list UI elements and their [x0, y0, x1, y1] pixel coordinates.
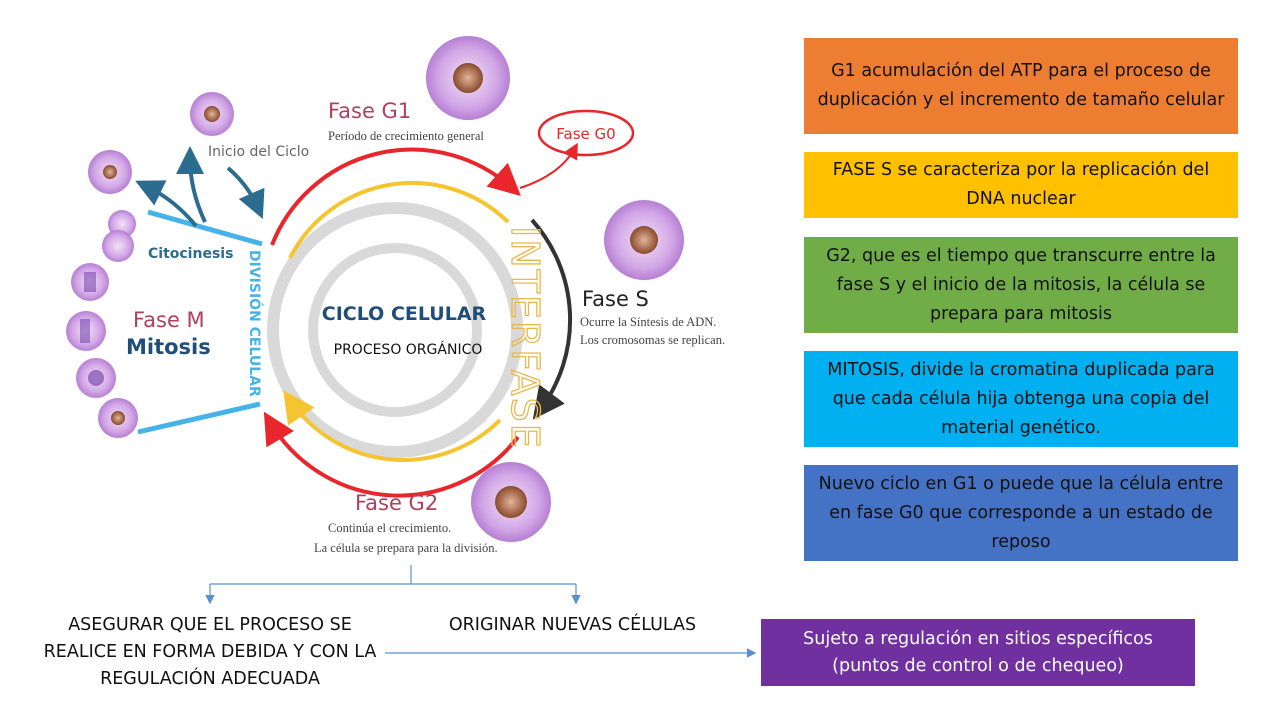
interfase-label: INTERFASE	[503, 226, 547, 450]
g2-desc1: Continúa el crecimiento.	[328, 521, 451, 535]
cell-m2	[102, 210, 136, 262]
arrow-up-2	[135, 180, 198, 228]
s-desc2: Los cromosomas se replican.	[580, 333, 725, 347]
goal-new-cells: ORIGINAR NUEVAS CÉLULAS	[448, 615, 697, 635]
g1-red-arc	[270, 147, 521, 246]
inicio-label: Inicio del Ciclo	[208, 144, 309, 160]
m-title: Fase M	[133, 308, 205, 332]
cell-cycle-diagram: CICLO CELULAR PROCESO ORGÁNICO INTERFASE…	[66, 36, 725, 555]
division-line-top	[147, 209, 263, 247]
center-title: CICLO CELULAR	[322, 303, 487, 325]
s-dark-arc	[530, 218, 573, 420]
box-nuevo: Nuevo ciclo en G1 o puede que la célula …	[804, 465, 1238, 561]
g2-desc2: La célula se prepara para la división.	[314, 541, 498, 555]
g1-desc: Período de crecimiento general	[328, 129, 484, 143]
box-s-text: FASE S se caracteriza por la replicación…	[832, 160, 1210, 209]
m-subtitle: Mitosis	[126, 335, 211, 359]
division-label: DIVISIÓN CELULAR	[246, 250, 264, 397]
g0-label: Fase G0	[556, 125, 615, 143]
g2-title: Fase G2	[355, 491, 438, 515]
citocinesis-label: Citocinesis	[148, 246, 233, 262]
outer-gray-ring	[267, 202, 523, 458]
g2-red-arc	[263, 411, 520, 498]
box-g2-text: G2, que es el tiempo que transcurre entr…	[826, 245, 1216, 324]
goal-regulation: ASEGURAR QUE EL PROCESO SE REALICE EN FO…	[43, 615, 377, 689]
g1-yellow-arc	[288, 180, 510, 259]
cell-inicio	[190, 92, 234, 136]
cell-g1	[426, 36, 510, 120]
box-mitosis-text: MITOSIS, divide la cromatina duplicada p…	[827, 359, 1215, 438]
s-title: Fase S	[582, 287, 649, 311]
cell-m5	[76, 358, 116, 398]
box-g1: G1 acumulación del ATP para el proceso d…	[804, 38, 1238, 134]
cell-m6	[98, 398, 138, 438]
box-s: FASE S se caracteriza por la replicación…	[804, 152, 1238, 218]
inner-gray-ring	[308, 243, 482, 417]
box-nuevo-text: Nuevo ciclo en G1 o puede que la célula …	[818, 473, 1224, 552]
box-regulacion: Sujeto a regulación en sitios específico…	[761, 619, 1195, 686]
cell-m1	[88, 150, 132, 194]
box-regulacion-text: Sujeto a regulación en sitios específico…	[803, 628, 1153, 676]
arrow-inicio	[226, 166, 265, 220]
division-line-bottom	[137, 401, 261, 435]
g1-title: Fase G1	[328, 99, 411, 123]
arrow-up-1	[176, 146, 207, 223]
g2-yellow-arc	[283, 390, 502, 462]
bottom-connectors	[205, 565, 757, 658]
box-mitosis: MITOSIS, divide la cromatina duplicada p…	[804, 351, 1238, 447]
box-g1-text: G1 acumulación del ATP para el proceso d…	[817, 61, 1225, 110]
center-subtitle: PROCESO ORGÁNICO	[334, 341, 483, 358]
cell-s	[604, 200, 684, 280]
s-desc1: Ocurre la Síntesis de ADN.	[580, 315, 716, 329]
cell-m3	[71, 263, 109, 301]
cell-g2	[471, 462, 551, 542]
g0-oval	[537, 109, 635, 157]
cell-m4	[66, 311, 106, 351]
box-g2: G2, que es el tiempo que transcurre entr…	[804, 237, 1238, 333]
